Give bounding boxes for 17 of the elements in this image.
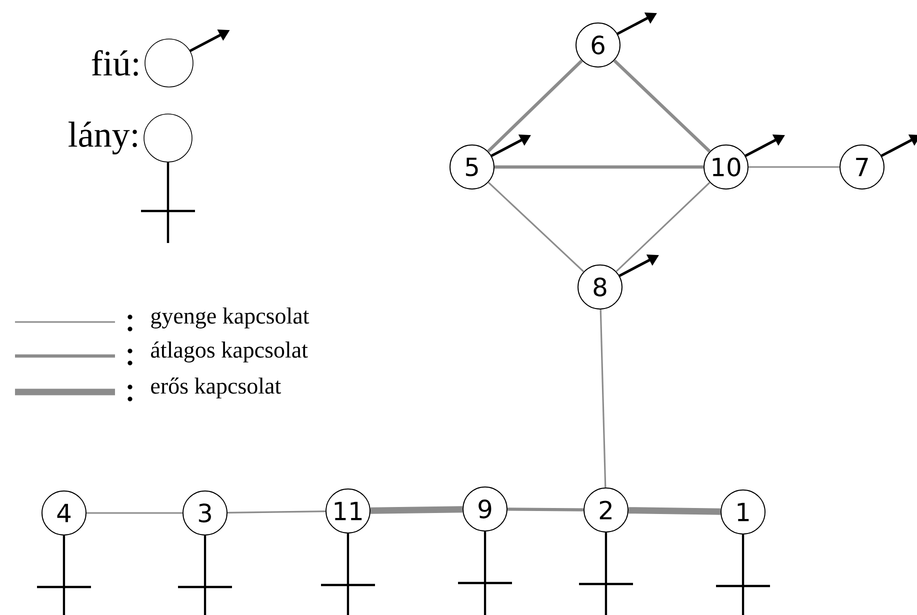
legend-label: gyenge kapcsolat — [151, 308, 310, 328]
connection-line — [494, 165, 704, 169]
legend-label: lány: — [68, 122, 137, 154]
connection-line — [488, 182, 584, 272]
connection-line — [227, 510, 326, 514]
legend-label: átlagos kapcsolat — [151, 342, 308, 362]
connection-line — [487, 60, 583, 152]
connection-line — [748, 166, 840, 168]
connection-line — [370, 506, 463, 514]
connection-line — [86, 512, 182, 514]
legend-label: fiú: — [92, 50, 138, 76]
connection-line — [600, 309, 606, 488]
connection-line — [616, 182, 710, 272]
connection-line — [628, 507, 721, 515]
connection-line — [613, 59, 711, 153]
connection-line — [508, 508, 584, 512]
legend-label: erős kapcsolat — [151, 378, 281, 398]
